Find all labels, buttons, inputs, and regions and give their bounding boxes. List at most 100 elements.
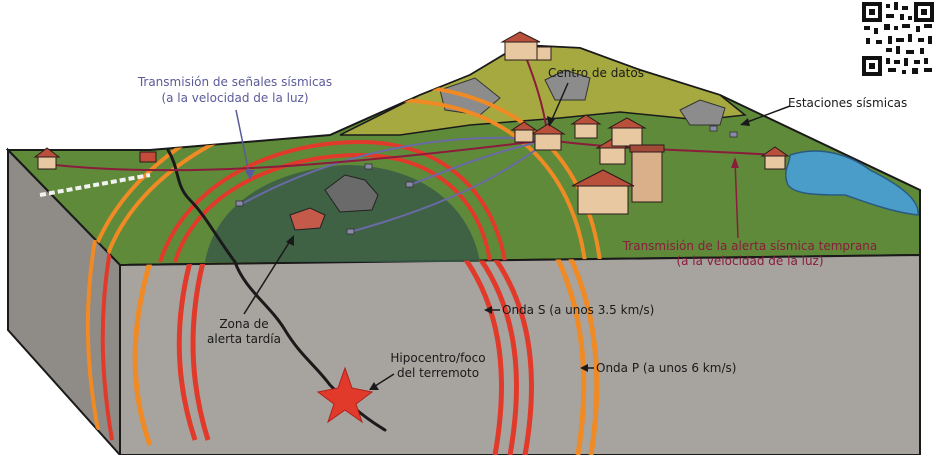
text-labels: Transmisión de señales sísmicas (a la ve…	[137, 66, 907, 380]
town-house-1-roof	[510, 121, 538, 131]
s-wave-front-4	[468, 255, 519, 455]
label-alert-transmission-2: (a la velocidad de la luz)	[676, 254, 823, 268]
s-wave-front-3	[453, 255, 504, 455]
epicenter-star-icon	[316, 366, 374, 424]
town-house-5-roof	[571, 169, 635, 187]
town-house-3-wall	[599, 147, 626, 165]
s-wave-arc-2	[173, 152, 492, 263]
front-waves	[132, 255, 600, 455]
house-hilltop	[500, 31, 552, 61]
signal-line-2	[349, 139, 549, 233]
label-alert-transmission-1: Transmisión de la alerta sísmica tempran…	[622, 239, 878, 253]
town-house-4	[607, 117, 647, 147]
label-hypocenter-2: del terremoto	[397, 366, 479, 380]
station-2	[346, 228, 355, 235]
dc-roof	[530, 123, 566, 135]
pointer-arrowheads	[245, 116, 750, 390]
station-1	[235, 200, 244, 207]
house-east-wall	[764, 155, 786, 170]
s-wave-front-1	[176, 261, 198, 441]
signal-line-3	[409, 139, 549, 186]
town-house-4-roof	[607, 117, 647, 129]
front-face	[119, 253, 921, 455]
house-train	[139, 151, 157, 163]
qr-code-icon	[862, 2, 934, 76]
arrowhead-stations	[740, 118, 750, 126]
houses	[33, 31, 790, 215]
town-house-2-wall	[574, 123, 598, 139]
rubble-pile-1	[324, 174, 379, 213]
pointer-stations	[741, 105, 791, 125]
side-waves	[85, 239, 114, 441]
station-4	[364, 163, 373, 170]
rubble-pile-2	[289, 207, 326, 231]
arrowhead-signal	[245, 170, 255, 180]
station-3	[405, 181, 414, 188]
side-p-wave	[85, 239, 100, 431]
house-east	[760, 146, 790, 170]
data-center-building	[530, 123, 566, 151]
town-house-1	[510, 121, 538, 143]
town-house-1-wall	[514, 129, 534, 143]
label-hypocenter-1: Hipocentro/foco	[390, 351, 485, 365]
train-car	[139, 151, 157, 163]
label-late-zone-2: alerta tardía	[207, 332, 281, 346]
label-late-zone-1: Zona de	[219, 317, 268, 331]
arrowhead-s-wave	[484, 306, 492, 314]
signal-transmission-lines	[239, 136, 549, 233]
town-house-2-roof	[570, 114, 602, 125]
p-wave-front-1	[132, 261, 153, 446]
arrowhead-alert	[731, 157, 739, 168]
s-wave-surface	[158, 139, 507, 263]
p-wave-front-2	[542, 255, 587, 455]
label-signal-transmission-2: (a la velocidad de la luz)	[161, 91, 308, 105]
town-house-2	[570, 114, 602, 139]
hilltop-annex	[536, 46, 552, 61]
side-s-wave	[100, 249, 114, 441]
station-6	[729, 131, 738, 138]
town-house-5	[571, 169, 635, 215]
town-house-4-wall	[611, 127, 643, 147]
label-s-wave: Onda S (a unos 3.5 km/s)	[502, 303, 654, 317]
fault-surface	[166, 148, 237, 264]
road	[39, 173, 151, 197]
hilltop-wall	[504, 41, 538, 61]
label-seismic-stations: Estaciones sísmicas	[788, 96, 907, 110]
s-wave-front-5	[483, 255, 534, 455]
town-house-5-wall	[577, 185, 629, 215]
label-p-wave: Onda P (a unos 6 km/s)	[596, 361, 736, 375]
p-wave-front	[132, 255, 600, 455]
arrowhead-hypocenter	[369, 382, 379, 390]
rock-far-right	[679, 99, 726, 126]
house-west-wall	[37, 156, 57, 170]
town-tower-body	[631, 149, 663, 203]
s-wave-arc-1	[158, 139, 507, 263]
label-pointers	[235, 82, 791, 389]
dc-wall	[534, 133, 562, 151]
s-wave-front-2	[190, 261, 211, 441]
arrowhead-data-center	[547, 116, 555, 127]
signal-line-1	[239, 136, 549, 206]
arrowhead-p-wave	[580, 364, 588, 372]
lake	[785, 150, 919, 216]
house-east-roof	[760, 146, 790, 157]
arrowhead-late-zone	[286, 235, 294, 246]
label-data-center: Centro de datos	[548, 66, 644, 80]
p-wave-front-3	[555, 255, 600, 455]
hill	[339, 44, 747, 136]
town-tower	[629, 144, 665, 203]
late-alert-zone-surface	[205, 165, 480, 262]
hilltop-roof	[500, 31, 541, 43]
house-west-roof	[33, 147, 61, 158]
pointer-alert-transmission	[734, 159, 739, 239]
town-tower-top	[629, 144, 665, 153]
pointer-late-zone	[243, 237, 293, 315]
s-wave-front	[176, 255, 534, 455]
station-5	[709, 125, 718, 132]
house-west	[33, 147, 61, 170]
label-signal-transmission-1: Transmisión de señales sísmicas	[137, 75, 332, 89]
rubble	[289, 174, 379, 231]
pointer-signal-transmission	[235, 109, 251, 179]
